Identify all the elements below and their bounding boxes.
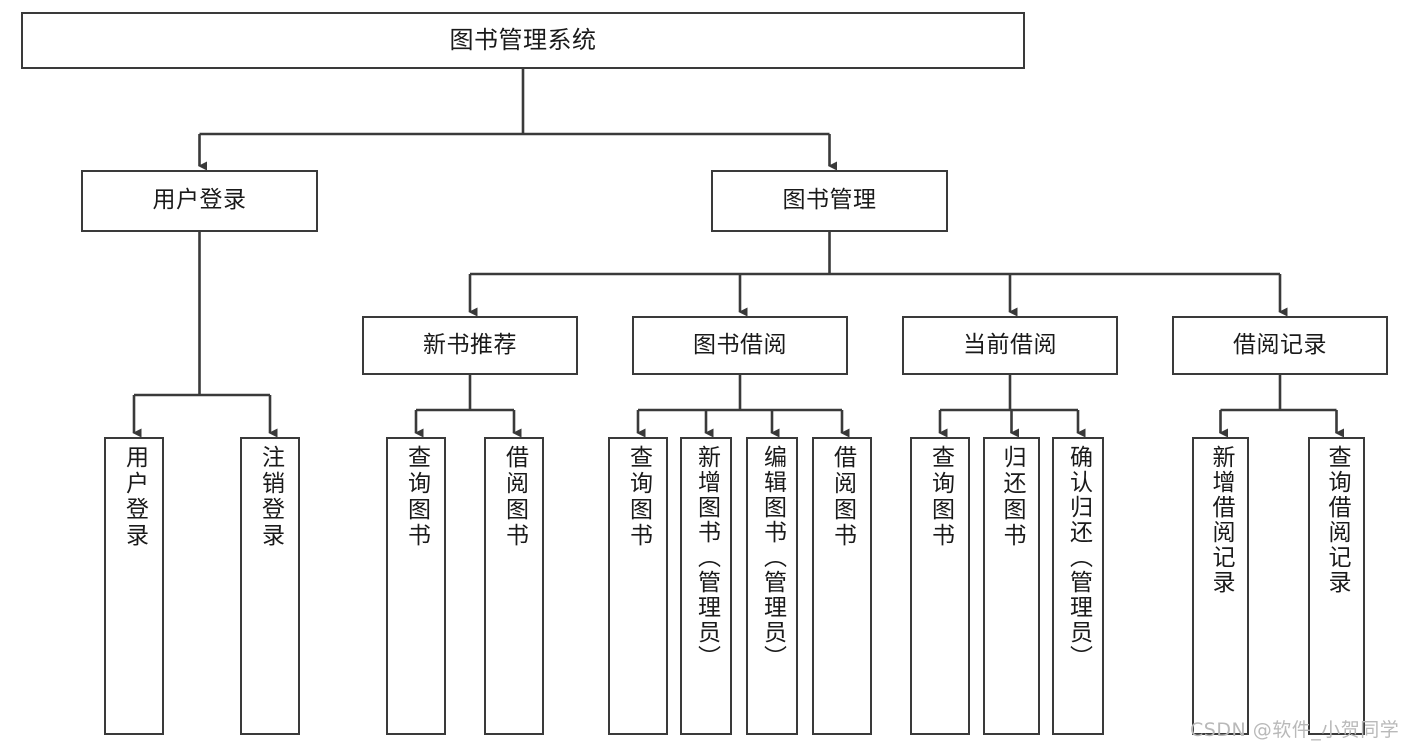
- node-leaf-query-borrow-record-label: 查询借阅记录: [1324, 445, 1350, 595]
- node-leaf-query-borrow-record[interactable]: 查询借阅记录: [1308, 437, 1365, 735]
- node-leaf-query-book-3-label: 查询图书: [927, 445, 954, 549]
- node-current-borrow-label: 当前借阅: [963, 331, 1057, 358]
- node-leaf-query-book-2[interactable]: 查询图书: [608, 437, 668, 735]
- node-leaf-user-login-label: 用户登录: [121, 445, 148, 549]
- node-leaf-edit-book-admin[interactable]: 编辑图书（管理员）: [746, 437, 798, 735]
- node-leaf-borrow-book-1[interactable]: 借阅图书: [484, 437, 544, 735]
- node-borrow-record-label: 借阅记录: [1233, 331, 1327, 358]
- node-new-book-rec[interactable]: 新书推荐: [362, 316, 578, 375]
- node-borrow-record[interactable]: 借阅记录: [1172, 316, 1388, 375]
- node-new-book-rec-label: 新书推荐: [423, 331, 517, 358]
- node-user-login[interactable]: 用户登录: [81, 170, 318, 232]
- node-book-borrow-label: 图书借阅: [693, 331, 787, 358]
- node-current-borrow[interactable]: 当前借阅: [902, 316, 1118, 375]
- node-leaf-add-borrow-record[interactable]: 新增借阅记录: [1192, 437, 1249, 735]
- node-leaf-return-book-label: 归还图书: [999, 445, 1025, 549]
- node-leaf-edit-book-admin-label: 编辑图书（管理员）: [759, 445, 786, 670]
- node-leaf-user-logout[interactable]: 注销登录: [240, 437, 300, 735]
- node-leaf-add-book-admin-label: 新增图书（管理员）: [693, 445, 720, 670]
- node-leaf-query-book-1[interactable]: 查询图书: [386, 437, 446, 735]
- node-user-login-label: 用户登录: [152, 187, 247, 214]
- node-leaf-return-book[interactable]: 归还图书: [983, 437, 1040, 735]
- node-leaf-query-book-2-label: 查询图书: [625, 445, 652, 549]
- node-leaf-borrow-book-1-label: 借阅图书: [501, 445, 528, 549]
- node-book-manage[interactable]: 图书管理: [711, 170, 948, 232]
- node-leaf-query-book-3[interactable]: 查询图书: [910, 437, 970, 735]
- node-leaf-user-logout-label: 注销登录: [257, 445, 284, 549]
- node-leaf-add-borrow-record-label: 新增借阅记录: [1208, 445, 1234, 595]
- node-leaf-confirm-return-admin[interactable]: 确认归还（管理员）: [1052, 437, 1104, 735]
- node-leaf-confirm-return-admin-label: 确认归还（管理员）: [1065, 445, 1092, 670]
- node-leaf-add-book-admin[interactable]: 新增图书（管理员）: [680, 437, 732, 735]
- node-book-manage-label: 图书管理: [782, 187, 877, 214]
- node-root-label: 图书管理系统: [449, 26, 597, 55]
- node-root[interactable]: 图书管理系统: [21, 12, 1025, 69]
- node-leaf-borrow-book-2-label: 借阅图书: [829, 445, 856, 549]
- node-book-borrow[interactable]: 图书借阅: [632, 316, 848, 375]
- node-leaf-user-login[interactable]: 用户登录: [104, 437, 164, 735]
- node-leaf-borrow-book-2[interactable]: 借阅图书: [812, 437, 872, 735]
- node-leaf-query-book-1-label: 查询图书: [403, 445, 430, 549]
